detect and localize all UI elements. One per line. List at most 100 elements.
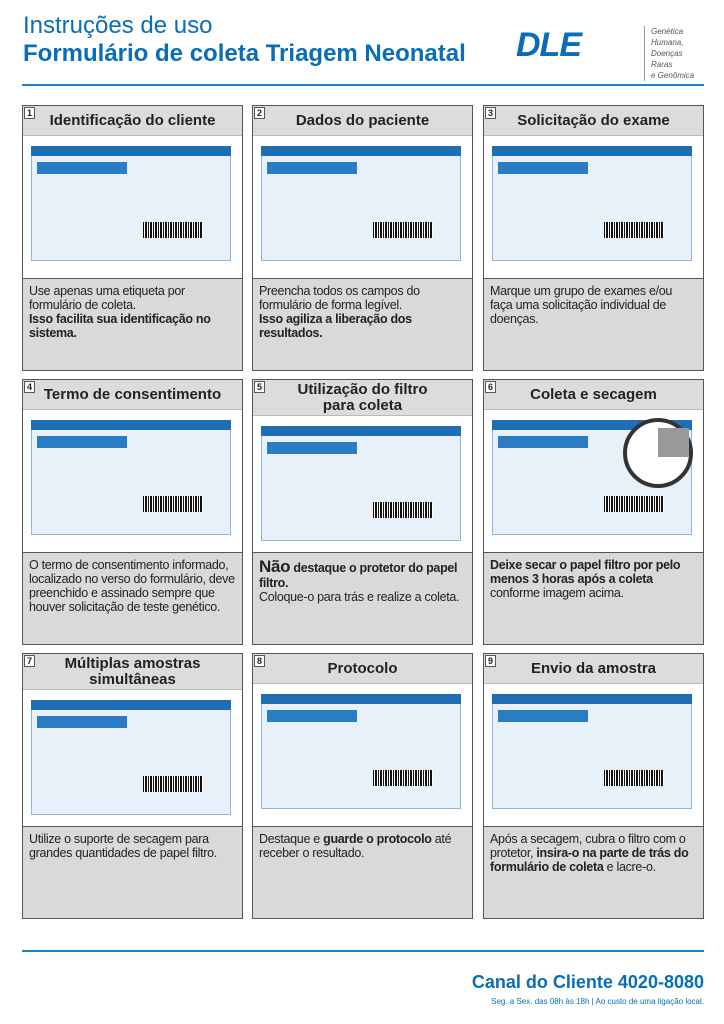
step-text-bold: insira-o na parte de trás do formulário … [490, 846, 689, 874]
step-title: Protocolo [327, 660, 398, 677]
step-title: Utilização do filtro para coleta [297, 381, 428, 414]
logo-tagline: Genética Humana, Doenças Raras e Genômic… [644, 26, 706, 81]
step-text: até receber o resultado. [259, 832, 452, 860]
step-panel: 8 Protocolo [252, 653, 473, 827]
step-illustration [484, 136, 703, 278]
form-title-bar [37, 716, 127, 728]
step-panel: 5 Utilização do filtro para coleta [252, 379, 473, 553]
step-header: 7 Múltiplas amostras simultâneas [23, 654, 242, 690]
barcode [604, 222, 664, 238]
step-header: 6 Coleta e secagem [484, 380, 703, 410]
step-number: 2 [254, 107, 265, 119]
clock-icon [623, 418, 693, 488]
step-description: O termo de consentimento informado, loca… [22, 552, 243, 645]
step-title: Dados do paciente [295, 112, 430, 129]
form-title-bar [498, 710, 588, 722]
step-text-bold: guarde o protocolo [323, 832, 432, 846]
logo-mark: DLE [516, 26, 582, 64]
step-number: 1 [24, 107, 35, 119]
form-header-bar [31, 700, 231, 710]
step-illustration [484, 684, 703, 826]
barcode [373, 222, 433, 238]
step-header: 4 Termo de consentimento [23, 380, 242, 410]
step-panel: 1 Identificação do cliente [22, 105, 243, 279]
form-header-bar [492, 146, 692, 156]
form-header-bar [261, 146, 461, 156]
footer-divider [22, 950, 704, 952]
barcode [373, 770, 433, 786]
tagline-line: e Genômica [651, 71, 695, 80]
step-panel: 3 Solicitação do exame [483, 105, 704, 279]
step-description: Não destaque o protetor do papel filtro.… [252, 552, 473, 645]
customer-channel: Canal do Cliente 4020-8080 [471, 972, 704, 992]
customer-channel-hours: Seg. a Sex. das 08h às 18h | Ao custo de… [491, 997, 704, 1006]
step-illustration [253, 416, 472, 552]
barcode [143, 776, 203, 792]
step-number: 8 [254, 655, 265, 667]
step-text: Utilize o suporte de secagem para grande… [29, 832, 217, 860]
step-header: 5 Utilização do filtro para coleta [253, 380, 472, 416]
step-title: Múltiplas amostras simultâneas [64, 655, 201, 688]
step-title: Envio da amostra [530, 660, 657, 677]
form-header-bar [492, 694, 692, 704]
step-description: Marque um grupo de exames e/ou faça uma … [483, 278, 704, 371]
step-text: Marque um grupo de exames e/ou faça uma … [490, 284, 673, 326]
step-description: Preencha todos os campos do formulário d… [252, 278, 473, 371]
form-title-bar [267, 162, 357, 174]
form-header-bar [261, 694, 461, 704]
step-description: Destaque e guarde o protocolo até recebe… [252, 826, 473, 919]
form-header-bar [492, 420, 692, 430]
step-header: 1 Identificação do cliente [23, 106, 242, 136]
form-title-bar [37, 162, 127, 174]
step-text-bold: Isso agiliza a liberação dos resultados. [259, 312, 412, 340]
step-description: Use apenas uma etiqueta por formulário d… [22, 278, 243, 371]
step-text: Use apenas uma etiqueta por formulário d… [29, 284, 185, 312]
barcode [143, 222, 203, 238]
step-number: 6 [485, 381, 496, 393]
step-title: Coleta e secagem [530, 386, 657, 403]
dle-logo: DLE Genética Humana, Doenças Raras e Gen… [516, 24, 706, 81]
step-panel: 4 Termo de consentimento [22, 379, 243, 553]
step-text-bold: Isso facilita sua identificação no siste… [29, 312, 211, 340]
step-number: 3 [485, 107, 496, 119]
step-header: 8 Protocolo [253, 654, 472, 684]
step-description: Deixe secar o papel filtro por pelo meno… [483, 552, 704, 645]
step-panel: 7 Múltiplas amostras simultâneas [22, 653, 243, 827]
step-illustration [23, 410, 242, 552]
form-title-bar [37, 436, 127, 448]
step-text-bold: Deixe secar o papel filtro por pelo meno… [490, 558, 681, 586]
form-header-bar [31, 146, 231, 156]
step-description: Após a secagem, cubra o filtro com o pro… [483, 826, 704, 919]
step-title: Identificação do cliente [49, 112, 216, 129]
step-number: 9 [485, 655, 496, 667]
step-text: Preencha todos os campos do formulário d… [259, 284, 420, 312]
step-text: conforme imagem acima. [490, 586, 624, 600]
barcode [604, 770, 664, 786]
step-illustration [23, 136, 242, 278]
form-title-bar [498, 436, 588, 448]
header-divider [22, 84, 704, 86]
barcode [143, 496, 203, 512]
step-text-bold: destaque o protetor do papel filtro. [259, 561, 458, 590]
form-title-bar [267, 710, 357, 722]
step-number: 5 [254, 381, 265, 393]
step-header: 2 Dados do paciente [253, 106, 472, 136]
step-illustration [253, 684, 472, 826]
step-text: O termo de consentimento informado, loca… [29, 558, 235, 614]
step-header: 3 Solicitação do exame [484, 106, 703, 136]
form-title-bar [267, 442, 357, 454]
step-description: Utilize o suporte de secagem para grande… [22, 826, 243, 919]
form-title-bar [498, 162, 588, 174]
step-title: Solicitação do exame [517, 112, 670, 129]
form-header-bar [261, 426, 461, 436]
step-panel: 2 Dados do paciente [252, 105, 473, 279]
step-number: 4 [24, 381, 35, 393]
step-text-pre: Após a secagem, cubra o filtro com o pro… [490, 832, 686, 860]
step-text: Coloque-o para trás e realize a coleta. [259, 590, 460, 604]
page-subtitle: Formulário de coleta Triagem Neonatal [23, 40, 466, 67]
tagline-line: Genética Humana, [651, 27, 684, 47]
form-header-bar [31, 420, 231, 430]
step-text: e lacre-o. [603, 860, 656, 874]
emphasis: Não [259, 557, 291, 576]
page-title: Instruções de uso [23, 12, 213, 39]
